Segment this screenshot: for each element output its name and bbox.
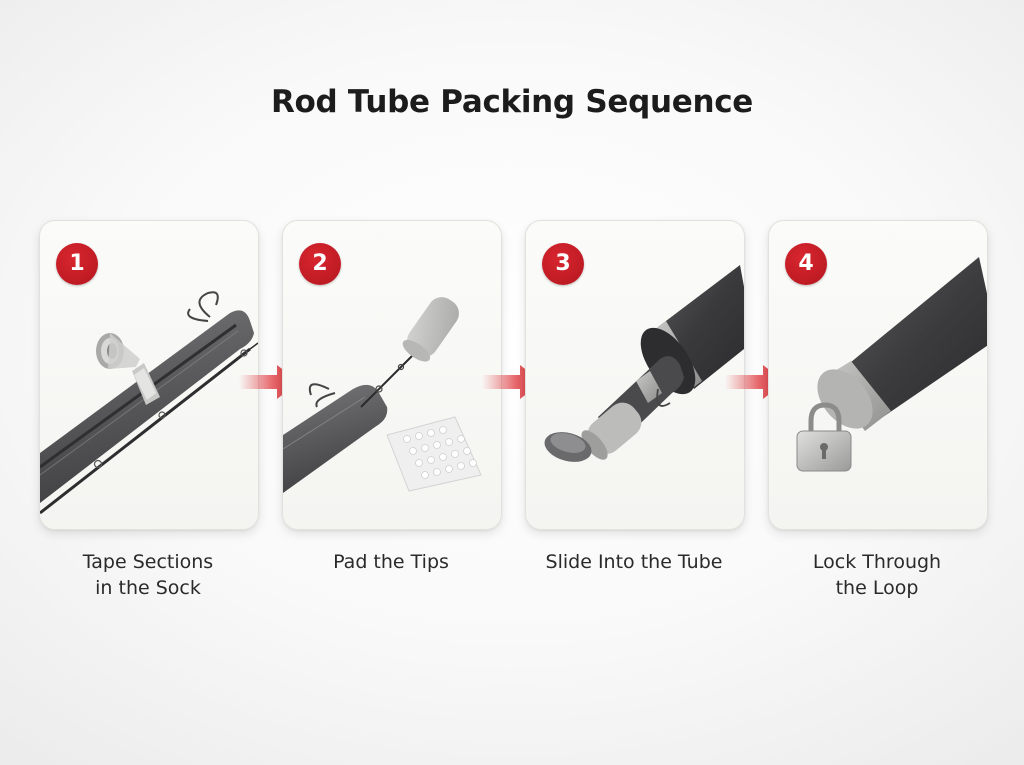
step-card-2: 2 [282,220,502,530]
step-label-3-line-1: Slide Into the Tube [545,551,723,573]
step-card-3: 3 [525,220,745,530]
step-card-1: 1 [39,220,259,530]
step-label-1-line-2: in the Sock [95,577,201,599]
rod-tube-icon [544,265,744,462]
step-number-badge-3: 3 [542,243,584,285]
rod-sock-tape-icon [40,291,258,515]
step-label-4-line-1: Lock Through [812,551,942,573]
step-number-badge-1: 1 [56,243,98,285]
foam-padding-icon [283,297,482,493]
step-label-4: Lock Through the Loop [757,549,997,601]
step-label-3: Slide Into the Tube [514,549,754,575]
step-number-badge-2: 2 [299,243,341,285]
step-label-2-line-1: Pad the Tips [333,551,449,573]
step-card-4: 4 [768,220,988,530]
step-label-4-line-2: the Loop [835,577,919,599]
step-number-badge-4: 4 [785,243,827,285]
step-label-1: Tape Sections in the Sock [28,549,268,601]
step-label-2: Pad the Tips [271,549,511,575]
padlock-icon [796,257,987,472]
page-title: Rod Tube Packing Sequence [270,84,754,120]
step-label-1-line-1: Tape Sections [82,551,214,573]
